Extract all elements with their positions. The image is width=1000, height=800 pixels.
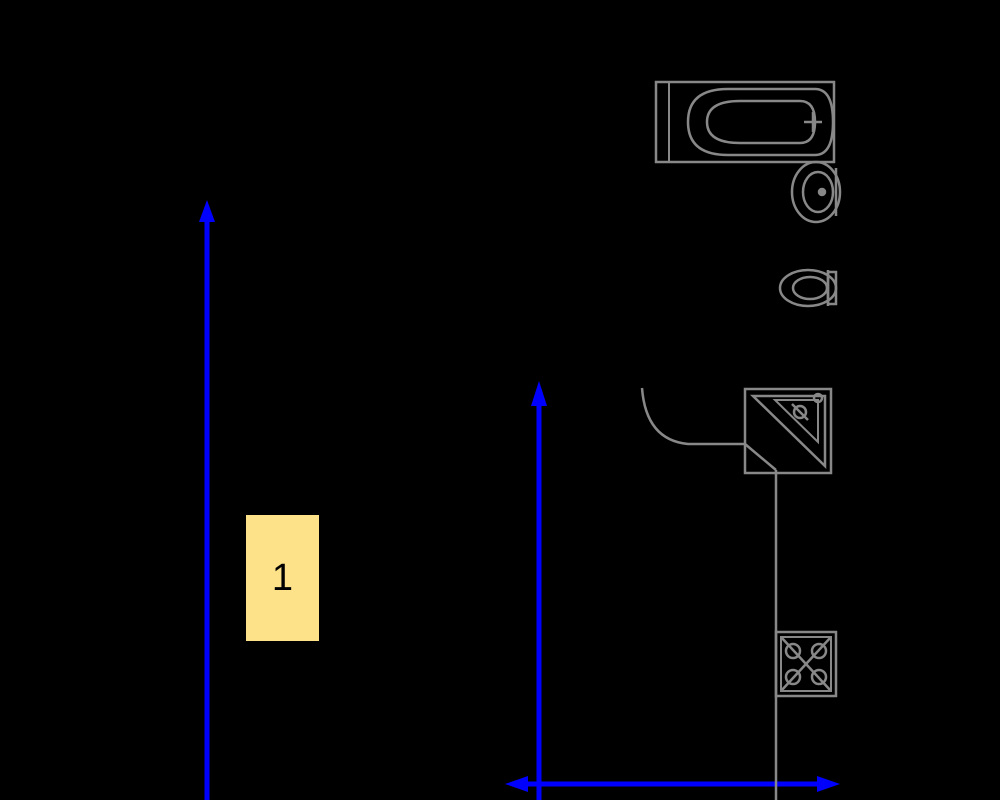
horizontal-arrow-bottom [505,776,840,792]
corner-sink-icon [640,387,833,475]
vertical-arrow-center [531,381,547,800]
room-tag-label: 1 [271,556,294,599]
washbasin-icon [790,160,842,224]
room-tag-box [246,515,319,641]
cooktop-icon [774,630,838,698]
vertical-arrow-left [199,200,215,800]
toilet-icon [778,268,838,308]
bathtub-icon [654,80,836,164]
